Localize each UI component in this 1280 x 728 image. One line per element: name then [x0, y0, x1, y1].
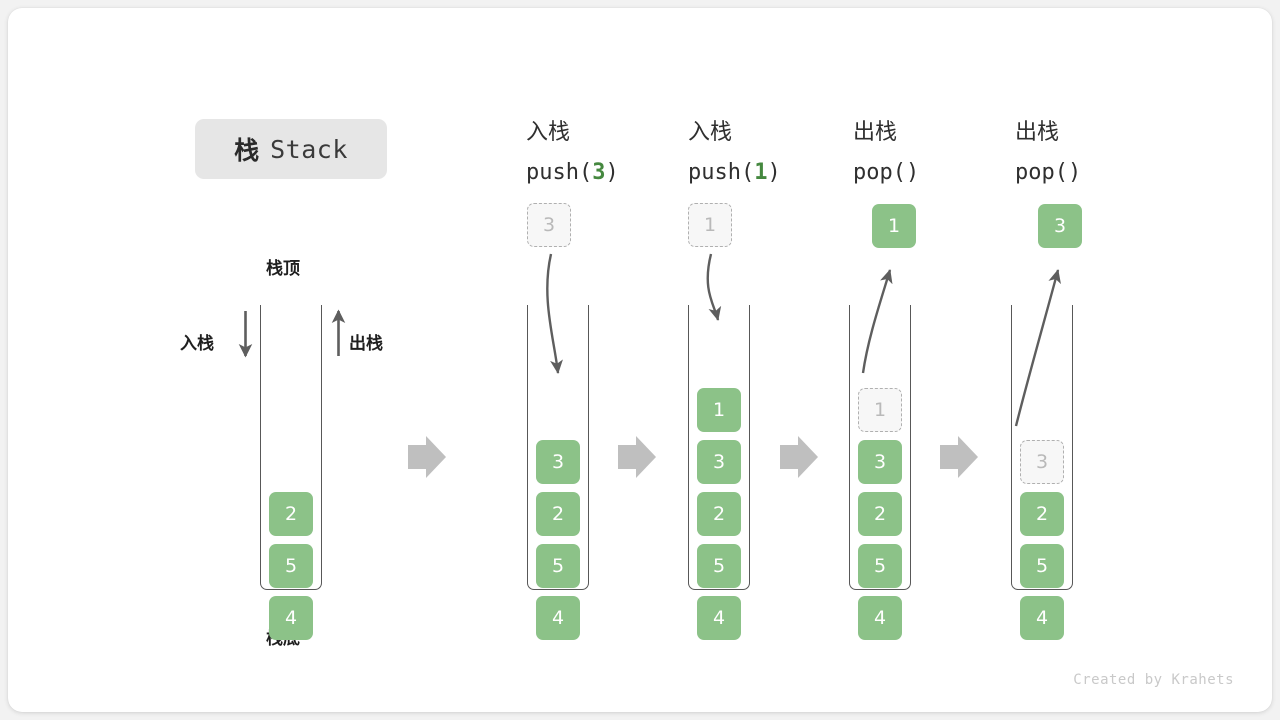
code-suffix: )	[767, 160, 781, 185]
popped-element-3: 3	[1038, 204, 1082, 248]
column-header-push-3: 入栈 push(3)	[526, 113, 686, 193]
stack-walls	[1011, 305, 1073, 590]
figure-title-badge: 栈 Stack	[195, 119, 387, 179]
code-prefix: push(	[688, 160, 755, 185]
floating-element-push-1: 1	[688, 203, 732, 247]
stack-walls	[527, 305, 589, 590]
step-arrow-icon	[408, 436, 446, 478]
column-header-cjk: 出栈	[853, 120, 898, 145]
stack-element: 4	[858, 596, 902, 640]
column-header-push-1: 入栈 push(1)	[688, 113, 848, 193]
step-arrow-icon	[780, 436, 818, 478]
figure-card: 栈 Stack 栈顶 栈底 入栈 出栈 入栈 push(3) 入栈 push(1…	[8, 8, 1272, 712]
stack-element: 5	[1020, 544, 1064, 588]
column-header-pop-3: 出栈 pop()	[1015, 113, 1175, 193]
column-header-cjk: 出栈	[1015, 120, 1060, 145]
code-prefix: pop(	[1015, 160, 1068, 185]
stack-element: 5	[269, 544, 313, 588]
stack-element: 2	[858, 492, 902, 536]
stack-element: 4	[1020, 596, 1064, 640]
step-arrow-icon	[940, 436, 978, 478]
stack-element: 2	[697, 492, 741, 536]
stack-container-pop-3: 3 2 5 4	[1011, 305, 1073, 640]
stack-container-push-1: 1 3 2 5 4	[688, 305, 750, 640]
popped-element-1: 1	[872, 204, 916, 248]
push-direction-label: 入栈	[180, 334, 214, 354]
title-latin: Stack	[270, 134, 348, 164]
stack-element: 2	[536, 492, 580, 536]
column-header-code: push(3)	[526, 153, 686, 193]
stack-walls	[688, 305, 750, 590]
stack-top-label: 栈顶	[266, 259, 300, 279]
stack-container-initial: 2 5 4	[260, 305, 322, 640]
code-suffix: )	[1067, 160, 1082, 185]
stack-element: 3	[536, 440, 580, 484]
stack-container-push-3: 3 2 5 4	[527, 305, 589, 640]
code-suffix: )	[605, 160, 619, 185]
stack-element: 2	[1020, 492, 1064, 536]
stack-element: 3	[697, 440, 741, 484]
ghost-element: 3	[1020, 440, 1064, 484]
stack-element: 1	[697, 388, 741, 432]
column-header-code: pop()	[1015, 153, 1175, 193]
code-arg: 1	[754, 160, 768, 185]
footer-credit: Created by Krahets	[1073, 672, 1234, 688]
stack-element: 2	[269, 492, 313, 536]
column-header-code: push(1)	[688, 153, 848, 193]
stack-container-pop-1: 1 3 2 5 4	[849, 305, 911, 640]
ghost-element: 1	[858, 388, 902, 432]
code-prefix: pop(	[853, 160, 906, 185]
stack-element: 3	[858, 440, 902, 484]
stack-element: 5	[697, 544, 741, 588]
stack-element: 4	[697, 596, 741, 640]
code-arg: 3	[592, 160, 606, 185]
column-header-cjk: 入栈	[526, 120, 571, 145]
pop-direction-label: 出栈	[349, 334, 383, 354]
stack-walls	[260, 305, 322, 590]
column-header-cjk: 入栈	[688, 120, 733, 145]
stack-element: 5	[858, 544, 902, 588]
stack-element: 4	[269, 596, 313, 640]
stack-element: 4	[536, 596, 580, 640]
column-header-code: pop()	[853, 153, 1013, 193]
floating-element-push-3: 3	[527, 203, 571, 247]
column-header-pop-1: 出栈 pop()	[853, 113, 1013, 193]
step-arrow-icon	[618, 436, 656, 478]
code-prefix: push(	[526, 160, 593, 185]
stack-walls	[849, 305, 911, 590]
stack-element: 5	[536, 544, 580, 588]
code-suffix: )	[905, 160, 920, 185]
title-cjk: 栈	[234, 136, 261, 165]
